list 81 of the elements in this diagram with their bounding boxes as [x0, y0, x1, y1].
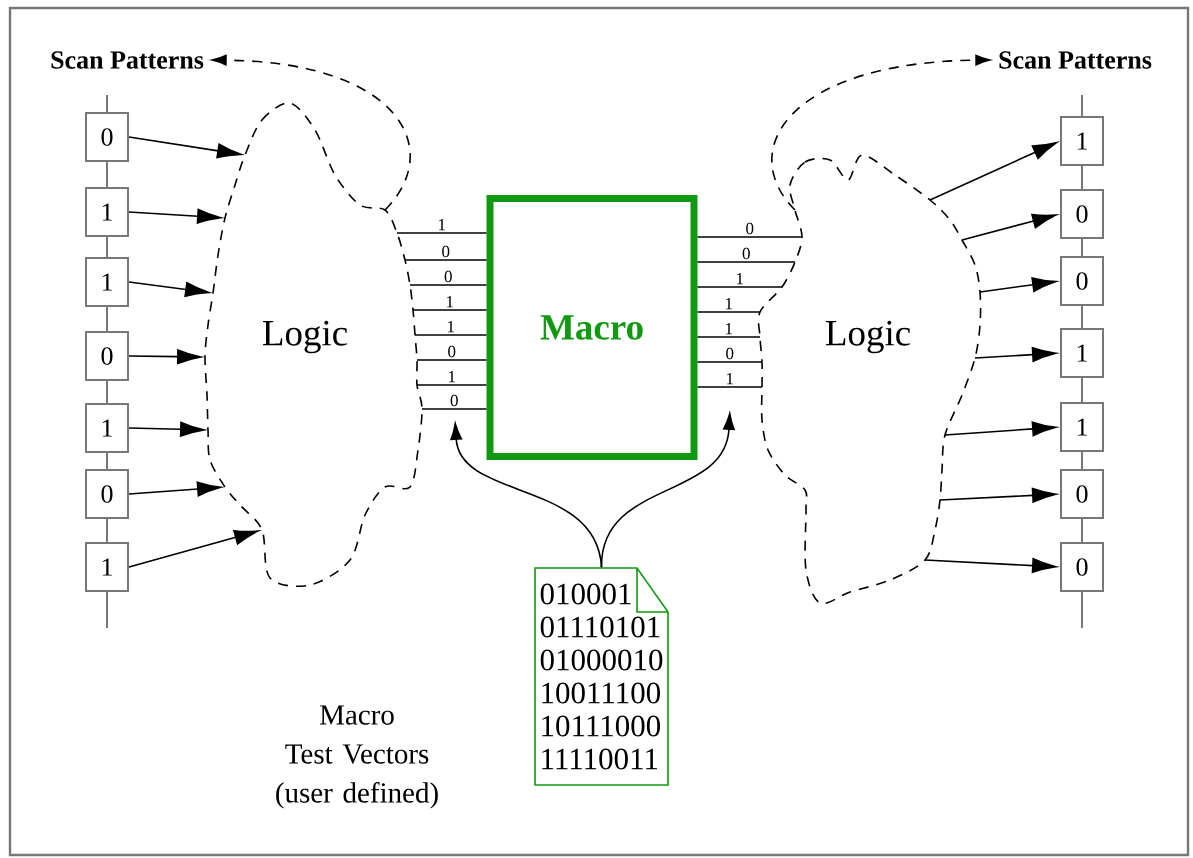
chain-line: [1081, 451, 1083, 470]
pin-wire: [414, 334, 488, 336]
arrow: [939, 487, 1057, 503]
chain-line: [106, 161, 108, 188]
scan-cell: 0: [85, 331, 129, 381]
pin-wire: [416, 384, 488, 386]
arrow: [211, 54, 411, 211]
scan-cell: 0: [85, 112, 129, 162]
chain-line: [106, 306, 108, 332]
pin-wire: [696, 286, 783, 288]
pin-wire: [409, 284, 488, 286]
edge-label: 0: [443, 269, 454, 283]
scan-cell: 1: [1060, 116, 1104, 166]
scan-cell: 1: [85, 187, 129, 237]
arrow: [450, 422, 603, 568]
arrow: [924, 558, 1057, 574]
chain-line: [1081, 305, 1083, 329]
edge-label: 1: [723, 322, 734, 335]
edge-label: 0: [724, 346, 735, 360]
pin-wire: [696, 261, 796, 263]
scan-cell: 1: [1060, 328, 1104, 378]
chain-line: [106, 236, 108, 258]
scan-cell: 1: [85, 257, 129, 307]
scan-cell: 0: [1060, 189, 1104, 239]
edge-label: 0: [744, 221, 755, 235]
heading: Scan Patterns: [51, 51, 204, 69]
chain-line: [1081, 518, 1083, 543]
chain-line: [106, 452, 108, 470]
scan-cell: 0: [1060, 256, 1104, 306]
chain-line: [1081, 165, 1083, 190]
chain-line: [1081, 238, 1083, 257]
arrow: [128, 208, 222, 224]
scan-cell: 1: [85, 542, 129, 592]
arrow: [979, 277, 1057, 293]
scan-cell: 1: [85, 403, 129, 453]
edge-label: 1: [724, 372, 735, 385]
chain-line: [1081, 377, 1083, 403]
edge-label: 1: [445, 320, 456, 333]
edge-label: 0: [449, 393, 460, 407]
logic-cloud: Logic: [204, 102, 423, 588]
arrow: [600, 412, 735, 568]
edge-label: 1: [446, 370, 457, 383]
logic-cloud: Logic: [757, 154, 982, 605]
edge-label: 1: [734, 272, 745, 285]
chain-line: [106, 518, 108, 543]
arrow: [944, 421, 1057, 437]
macro-box: Macro: [486, 195, 698, 460]
pin-wire: [396, 232, 488, 234]
scan-cell: 0: [85, 469, 129, 519]
pin-wire: [412, 309, 488, 311]
scan-cell: 1: [1060, 402, 1104, 452]
pin-wire: [696, 361, 763, 363]
arrow: [128, 481, 222, 497]
arrow: [771, 54, 991, 211]
edge-label: 1: [436, 218, 447, 231]
pin-wire: [404, 259, 488, 261]
arrow: [128, 530, 259, 568]
edge-label: 1: [723, 297, 734, 310]
pin-wire: [696, 236, 803, 238]
edge-label: 1: [444, 295, 455, 308]
caption-text: Macro Test Vectors (user defined): [276, 705, 438, 809]
arrow: [128, 136, 242, 159]
chain-line: [106, 380, 108, 404]
scan-cell: 0: [1060, 469, 1104, 519]
pin-wire: [696, 311, 761, 313]
pin-wire: [421, 408, 488, 410]
arrow: [961, 213, 1057, 241]
edge-label: 0: [741, 246, 752, 260]
pin-wire: [696, 386, 763, 388]
vector-file: 010001 01110101 01000010 10011100 10111000 11110011: [534, 567, 669, 786]
arrow: [974, 347, 1057, 363]
arrow: [128, 421, 205, 437]
heading: Scan Patterns: [999, 51, 1152, 69]
arrow: [929, 141, 1057, 201]
edge-label: 0: [440, 244, 451, 258]
pin-wire: [416, 359, 488, 361]
arrow: [128, 281, 210, 297]
pin-wire: [696, 336, 761, 338]
edge-label: 0: [446, 344, 457, 358]
scan-cell: 0: [1060, 542, 1104, 592]
arrow: [128, 349, 202, 365]
